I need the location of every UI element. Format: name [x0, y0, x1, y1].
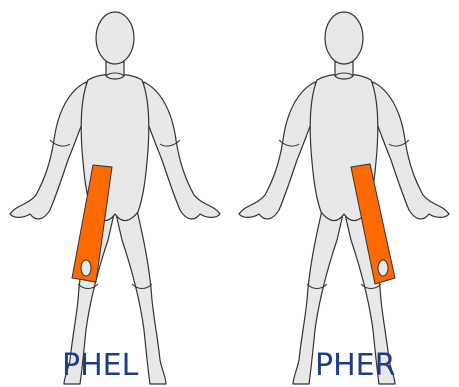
figure-label: PHEL: [62, 348, 138, 384]
mannequin-front-view: [229, 0, 459, 387]
body-diagram-phel: PHEL: [0, 0, 230, 387]
figure-label: PHER: [315, 348, 395, 384]
body-diagram-pher: PHER: [229, 0, 459, 387]
mannequin-front-view: [0, 0, 230, 387]
